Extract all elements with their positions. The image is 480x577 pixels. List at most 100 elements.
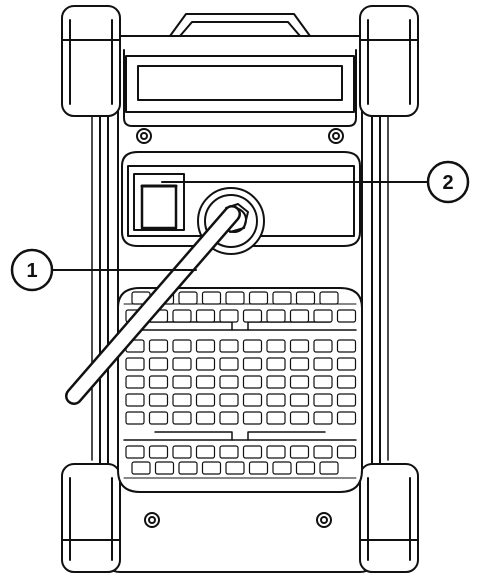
grille-slot — [219, 393, 239, 407]
grille-slot — [195, 445, 216, 459]
grille-slot — [219, 375, 239, 389]
grille-slot — [125, 411, 145, 425]
grille-slot — [289, 309, 310, 323]
grille-slot — [266, 357, 286, 371]
grille-slot — [266, 445, 286, 459]
grille-slot — [313, 339, 333, 353]
grille-slot — [266, 393, 286, 407]
grille-slot — [242, 339, 263, 353]
grille-slot — [242, 309, 263, 323]
callout-1: 1 — [10, 248, 54, 292]
screw-icon — [316, 512, 332, 528]
grille-slot — [248, 461, 269, 475]
grille-slot — [225, 291, 245, 305]
grille — [117, 287, 363, 493]
grille-slot — [148, 375, 169, 389]
grille-slot — [313, 411, 333, 425]
grille-slot — [289, 375, 310, 389]
pull-handle — [65, 205, 241, 405]
grille-slot — [242, 445, 263, 459]
grille-slot — [172, 411, 192, 425]
grille-slot — [148, 393, 169, 407]
grille-slot — [201, 461, 222, 475]
grille-slot — [148, 357, 169, 371]
grille-slot — [336, 375, 357, 389]
callout-2: 2 — [426, 160, 470, 204]
grille-slot — [195, 309, 216, 323]
grille-slot — [125, 375, 145, 389]
grille-slot — [148, 411, 169, 425]
grille-slot — [336, 339, 357, 353]
grille-slot — [125, 393, 145, 407]
grille-slot — [289, 393, 310, 407]
grille-slot — [319, 291, 339, 305]
grille-slot — [336, 393, 357, 407]
grille-slot — [336, 411, 357, 425]
grille-slot — [272, 461, 292, 475]
grille-slot — [295, 291, 316, 305]
grille-slot — [172, 339, 192, 353]
grille-slot — [289, 411, 310, 425]
screw-icon — [328, 128, 344, 144]
grille-slot — [272, 291, 292, 305]
callout-2-number: 2 — [442, 172, 453, 194]
foot-top-right — [359, 5, 419, 117]
grille-slot — [148, 339, 169, 353]
grille-slot — [266, 309, 286, 323]
grille-slot — [172, 357, 192, 371]
switch — [133, 173, 185, 231]
grille-slot — [242, 411, 263, 425]
grille-slot — [195, 357, 216, 371]
grille-slot — [319, 461, 339, 475]
grille-slot — [313, 375, 333, 389]
grille-slot — [125, 357, 145, 371]
grille-slot — [219, 309, 239, 323]
grille-slot — [148, 445, 169, 459]
grille-slot — [242, 375, 263, 389]
grille-slot — [178, 291, 198, 305]
grille-slot — [131, 461, 151, 475]
grille-slot — [242, 393, 263, 407]
grille-slot — [248, 291, 269, 305]
grille-slot — [195, 375, 216, 389]
grille-slot — [195, 393, 216, 407]
grille-slot — [289, 445, 310, 459]
grille-slot — [336, 309, 357, 323]
screw-icon — [136, 128, 152, 144]
grille-slot — [289, 357, 310, 371]
grille-slot — [313, 445, 333, 459]
grille-slot — [172, 445, 192, 459]
grille-slot — [172, 393, 192, 407]
foot-bottom-right — [359, 463, 419, 573]
grille-slot — [289, 339, 310, 353]
grille-slot — [225, 461, 245, 475]
grille-slot — [336, 445, 357, 459]
grille-slot — [172, 375, 192, 389]
grille-slot — [313, 309, 333, 323]
grille-slot — [336, 357, 357, 371]
screw-icon — [144, 512, 160, 528]
grille-slot — [266, 339, 286, 353]
grille-slot — [313, 357, 333, 371]
grille-slot — [313, 393, 333, 407]
grille-slot — [219, 339, 239, 353]
foot-bottom-left — [61, 463, 121, 573]
grille-slot — [154, 461, 175, 475]
grille-slot — [195, 339, 216, 353]
grille-slot — [219, 357, 239, 371]
grille-slot — [242, 357, 263, 371]
foot-top-left — [61, 5, 121, 117]
grille-slot — [125, 445, 145, 459]
grille-slot — [195, 411, 216, 425]
grille-slot — [219, 445, 239, 459]
grille-slot — [219, 411, 239, 425]
grille-slot — [295, 461, 316, 475]
callout-1-number: 1 — [26, 260, 37, 282]
grille-slot — [201, 291, 222, 305]
grille-slot — [266, 375, 286, 389]
grille-slot — [266, 411, 286, 425]
grille-slot — [178, 461, 198, 475]
top-handle — [123, 13, 357, 127]
